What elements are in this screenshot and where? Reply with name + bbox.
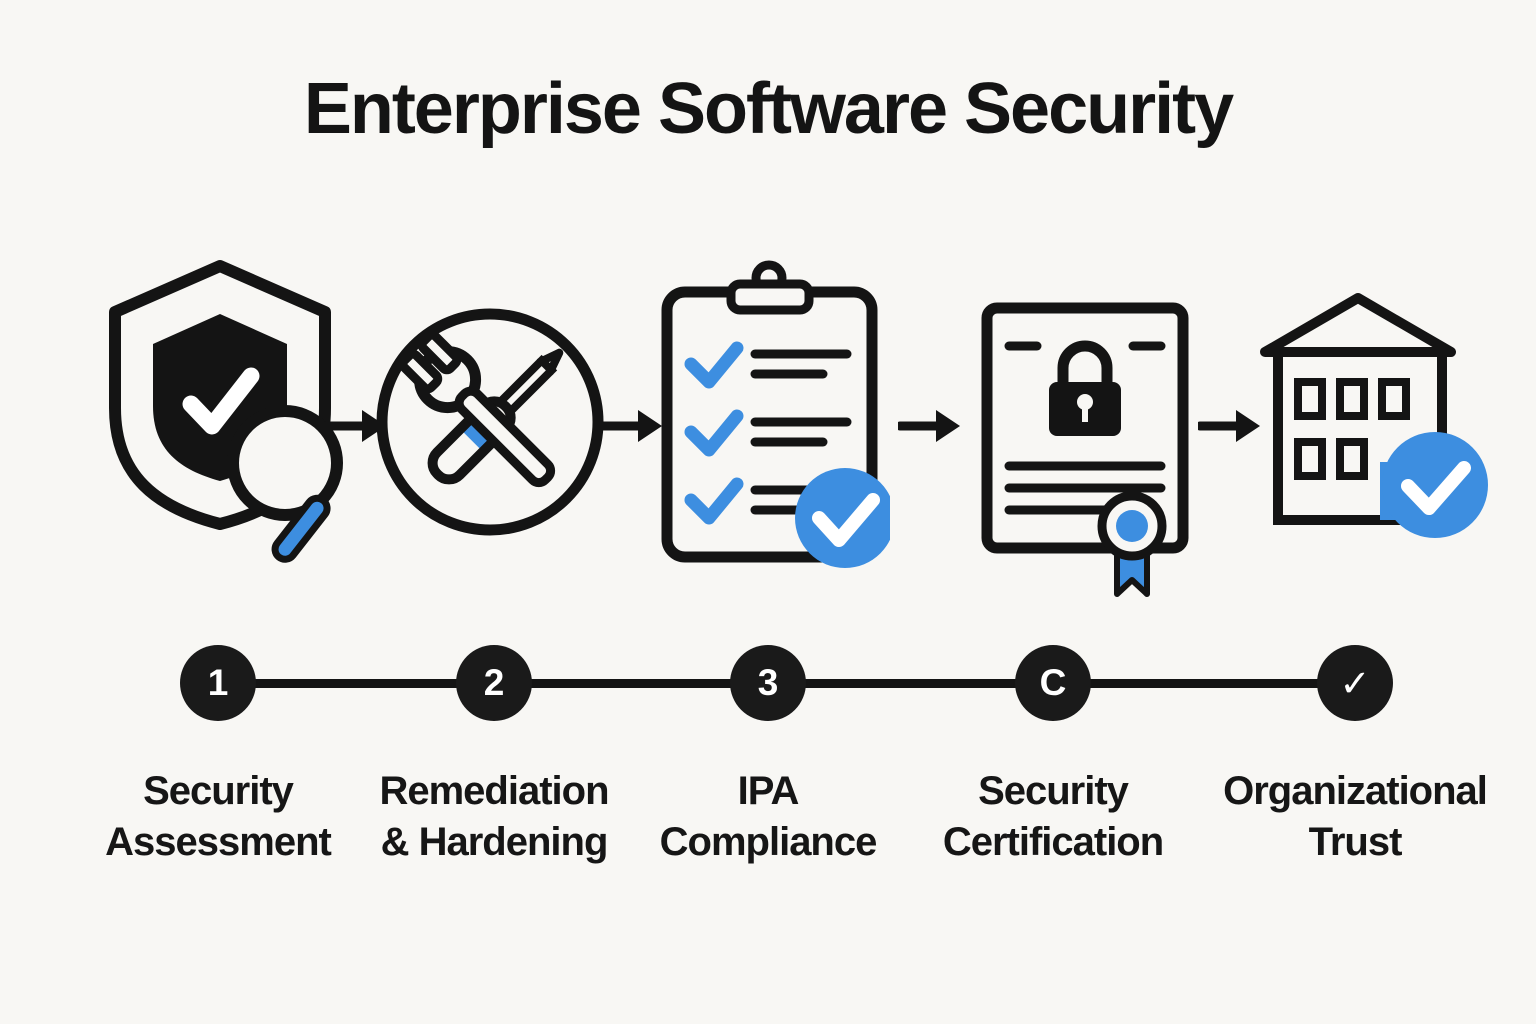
rosette-ribbon-icon (1097, 491, 1167, 597)
check-badge-icon (1382, 432, 1488, 538)
step-marker-1-label: 1 (207, 662, 229, 703)
step-label-line: Security (978, 769, 1129, 813)
arrow-right-icon (597, 406, 664, 451)
step-marker-3-label: 3 (757, 662, 779, 703)
step-label-line: IPA (737, 769, 800, 813)
step-marker-2: 2 (456, 645, 532, 721)
step-label-line: Compliance (659, 820, 878, 865)
checklist-clipboard-icon (655, 252, 895, 572)
wrench-icon (398, 330, 556, 488)
step-marker-1: 1 (180, 645, 256, 721)
step-marker-4-label: C (1039, 662, 1067, 703)
check-badge-icon (795, 468, 895, 568)
step-label-remediation-hardening: Remediation & Hardening (314, 766, 674, 868)
arrow-right-icon (1195, 406, 1262, 451)
shield-check-magnifier-icon (95, 258, 375, 593)
arrow-right-icon (895, 406, 962, 451)
step-marker-5-label: ✓ (1339, 662, 1371, 704)
step-label-line: Trust (1308, 820, 1403, 865)
step-label-security-assessment: Security Assessment (38, 766, 398, 868)
step-marker-5: ✓ (1317, 645, 1393, 721)
wrench-screwdriver-icon (368, 300, 613, 545)
step-label-ipa-compliance: IPA Compliance (588, 766, 948, 868)
step-label-line: Security (143, 769, 294, 813)
page-title: Enterprise Software Security (303, 69, 1234, 149)
magnifier-icon (227, 405, 343, 563)
building-icon (1260, 293, 1456, 525)
step-marker-4: C (1015, 645, 1091, 721)
step-label-organizational-trust: Organizational Trust (1175, 766, 1535, 868)
step-marker-2-label: 2 (483, 662, 505, 703)
lock-icon (1049, 340, 1121, 436)
checklist-rows (684, 341, 852, 525)
step-marker-3: 3 (730, 645, 806, 721)
step-label-line: Assessment (105, 820, 332, 865)
step-label-line: Remediation (379, 769, 609, 813)
certificate-lock-icon (975, 298, 1200, 610)
step-label-security-certification: Security Certification (873, 766, 1233, 868)
arrow-right-icon (321, 406, 388, 451)
clipboard-clip-icon (726, 260, 814, 315)
building-trust-icon (1240, 290, 1495, 545)
step-label-line: & Hardening (380, 820, 609, 865)
step-label-line: Certification (942, 820, 1164, 865)
step-label-line: Organizational (1223, 769, 1488, 813)
